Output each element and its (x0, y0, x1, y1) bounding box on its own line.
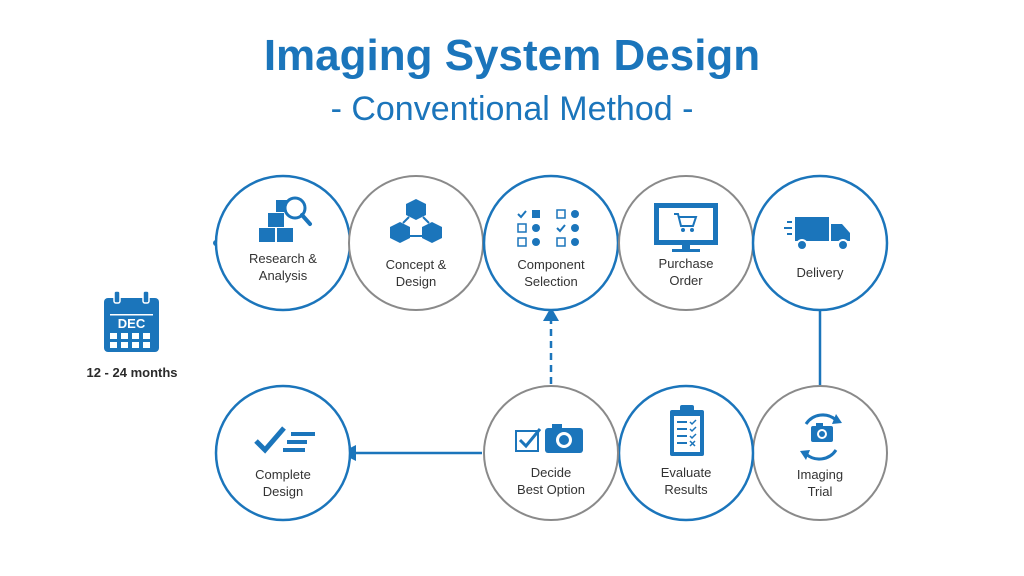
research-magnifier-icon (259, 196, 312, 242)
duration-label: 12 - 24 months (86, 365, 178, 380)
step-label-line1: Decide (530, 465, 572, 480)
step-label-decide: Decide Best Option (486, 464, 616, 498)
calendar-month: DEC (118, 316, 146, 331)
step-label-line2: Design (262, 484, 304, 499)
step-label-imaging: Imaging Trial (765, 466, 875, 500)
page-subtitle: - Conventional Method - (330, 90, 694, 128)
checklist-grid-icon (517, 209, 579, 247)
monitor-cart-icon (654, 203, 718, 252)
check-lines-icon (254, 426, 315, 454)
step-circle-delivery (751, 174, 889, 312)
checkbox-camera-icon (515, 424, 583, 453)
step-label-line2: Analysis (258, 268, 308, 283)
page-title: Imaging System Design (263, 31, 761, 80)
calendar-icon: DEC (104, 290, 159, 352)
step-circle-research (214, 174, 352, 312)
step-label-concept: Concept & Design (361, 256, 471, 290)
step-label-line2: Design (395, 274, 437, 289)
step-label-line2: Selection (524, 274, 578, 289)
step-label-delivery: Delivery (765, 264, 875, 281)
step-label-component: Component Selection (496, 256, 606, 290)
step-circle-complete (214, 384, 352, 522)
cubes-network-icon (390, 199, 442, 243)
step-label-line1: Delivery (796, 265, 844, 280)
step-label-line2: Results (664, 482, 708, 497)
step-label-line2: Trial (807, 484, 833, 499)
arrowhead-up (543, 307, 559, 321)
step-label-line1: Complete (255, 467, 311, 482)
step-label-line1: Research & (249, 251, 317, 266)
step-label-line2: Best Option (517, 482, 585, 497)
step-label-evaluate: Evaluate Results (631, 464, 741, 498)
step-label-line1: Component (517, 257, 585, 272)
step-label-line1: Evaluate (660, 465, 712, 480)
clipboard-check-icon (670, 405, 704, 456)
step-label-line2: Order (669, 273, 703, 288)
truck-icon (784, 217, 850, 251)
step-label-line1: Imaging (796, 467, 844, 482)
camera-cycle-icon (800, 413, 842, 461)
step-label-research: Research & Analysis (228, 250, 338, 284)
step-label-line1: Concept & (385, 257, 447, 272)
step-label-line1: Purchase (658, 256, 714, 271)
step-label-purchase: Purchase Order (631, 255, 741, 289)
step-label-complete: Complete Design (228, 466, 338, 500)
